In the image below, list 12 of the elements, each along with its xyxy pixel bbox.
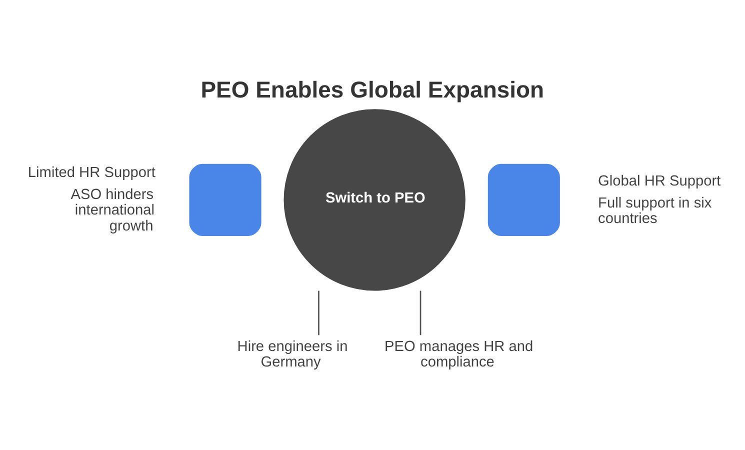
node-circle: Switch to PEO [284,108,466,290]
node-text: Hire engineers in Germany [237,338,348,370]
connector [420,290,422,335]
node-text: PEO manages HR and compliance [384,338,534,370]
node-box [189,163,262,236]
node-label: Full support in six countries [598,194,712,227]
connector [318,290,320,335]
node-label: Global HR Support [598,173,721,190]
node-label: ASO hinders international growth [70,186,155,234]
node-label: Limited HR Support [28,164,156,181]
node-box [488,163,560,236]
diagram-title: PEO Enables Global Expansion [200,76,544,102]
